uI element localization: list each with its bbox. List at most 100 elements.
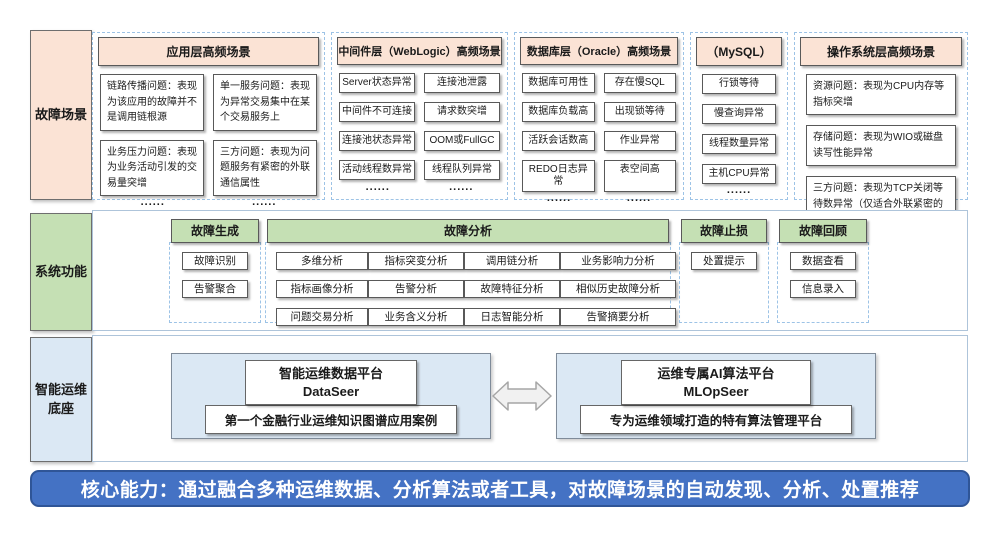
scenario-items-grid: 行锁等待 慢查询异常 线程数量异常 主机CPU异常 — [695, 74, 783, 184]
scenario-item: 线程队列异常 — [424, 160, 500, 180]
scenario-item: 三方问题：表现为问题服务有紧密的外联通信属性 — [213, 139, 317, 196]
ellipsis-row: ...... ...... — [519, 192, 679, 207]
mlopseer-title-box: 运维专属AI算法平台 MLOpSeer — [621, 360, 811, 406]
scenario-item: 数据库可用性 — [522, 73, 595, 93]
func-item: 告警聚合 — [182, 280, 248, 298]
scenario-item: 作业异常 — [603, 131, 676, 151]
func-item: 业务含义分析 — [368, 308, 464, 326]
scenario-header-middleware: 中间件层（WebLogic）高频场景 — [337, 37, 502, 65]
aiops-base-label-line2: 底座 — [47, 400, 74, 416]
scenario-item: REDO日志异常 — [522, 160, 595, 192]
scenario-items-grid: 链路传播问题：表现为该应用的故障并不是调用链根源 单一服务问题：表现为异常交易集… — [97, 74, 320, 196]
scenario-box-database-mysql: （MySQL） 行锁等待 慢查询异常 线程数量异常 主机CPU异常 ...... — [690, 32, 788, 200]
scenario-box-app-layer: 应用层高频场景 链路传播问题：表现为该应用的故障并不是调用链根源 单一服务问题：… — [92, 32, 325, 208]
func-item: 相似历史故障分析 — [560, 280, 676, 298]
func-item: 故障特征分析 — [464, 280, 560, 298]
ellipsis-row: ...... ...... — [336, 181, 503, 196]
func-item: 数据查看 — [790, 252, 856, 270]
scenario-item: 表空间高 — [603, 160, 676, 192]
section-label-system-functions: 系统功能 — [30, 213, 92, 331]
ellipsis: ...... — [626, 192, 652, 204]
ellipsis: ...... — [365, 181, 390, 193]
fault-scenarios-band: 应用层高频场景 链路传播问题：表现为该应用的故障并不是调用链根源 单一服务问题：… — [92, 32, 968, 245]
scenario-item: 连接池状态异常 — [339, 131, 415, 151]
func-header-fault-mitigation: 故障止损 — [681, 219, 767, 243]
scenario-item: 存在慢SQL — [603, 73, 676, 93]
scenario-item: 线程数量异常 — [702, 134, 776, 154]
func-item: 多维分析 — [276, 252, 368, 270]
func-item: 问题交易分析 — [276, 308, 368, 326]
section-label-aiops-base: 智能运维 底座 — [30, 337, 92, 462]
dataseer-title-line2: DataSeer — [302, 383, 360, 399]
ellipsis-row: ...... — [695, 184, 783, 199]
scenario-item: 活跃会话数高 — [522, 131, 595, 151]
func-item: 业务影响力分析 — [560, 252, 676, 270]
scenario-header-database-mysql: （MySQL） — [696, 37, 782, 66]
dataseer-platform-box: 智能运维数据平台 DataSeer 第一个金融行业运维知识图谱应用案例 — [171, 353, 491, 439]
scenario-item: 单一服务问题：表现为异常交易集中在某个交易服务上 — [213, 74, 317, 131]
scenario-box-os-layer: 操作系统层高频场景 资源问题：表现为CPU内存等指标突增 存储问题：表现为WIO… — [794, 32, 968, 245]
scenario-item: 出现锁等待 — [603, 102, 676, 122]
scenario-item: 资源问题：表现为CPU内存等指标突增 — [806, 74, 956, 115]
func-header-fault-analysis: 故障分析 — [267, 219, 669, 243]
dataseer-title-line1: 智能运维数据平台 — [278, 366, 383, 381]
func-item: 信息录入 — [790, 280, 856, 298]
scenario-item: 链路传播问题：表现为该应用的故障并不是调用链根源 — [100, 74, 204, 131]
scenario-item: 慢查询异常 — [702, 104, 776, 124]
func-item: 日志智能分析 — [464, 308, 560, 326]
scenario-item: 连接池泄露 — [424, 73, 500, 93]
dataseer-subtitle-box: 第一个金融行业运维知识图谱应用案例 — [205, 405, 457, 435]
ellipsis-row: ...... ...... — [97, 196, 320, 211]
func-items-area: 数据查看 信息录入 — [777, 242, 869, 323]
func-item: 故障识别 — [182, 252, 248, 270]
scenario-item: 活动线程数异常 — [339, 160, 415, 180]
system-functions-container: 故障生成 故障识别 告警聚合 故障分析 多维分析 指标突变分析 调用链分析 业务… — [92, 210, 968, 331]
mlopseer-title-line1: 运维专属AI算法平台 — [657, 366, 775, 381]
dataseer-title-box: 智能运维数据平台 DataSeer — [245, 360, 417, 406]
scenario-item: 行锁等待 — [702, 74, 776, 94]
func-group-fault-review: 故障回顾 数据查看 信息录入 — [777, 211, 869, 330]
aiops-base-label-line1: 智能运维 — [34, 382, 87, 398]
scenario-header-app-layer: 应用层高频场景 — [98, 37, 319, 66]
scenario-items-grid: Server状态异常 连接池泄露 中间件不可连接 请求数突增 连接池状态异常 O… — [336, 73, 503, 180]
scenario-header-database-oracle: 数据库层（Oracle）高频场景 — [520, 37, 678, 65]
scenario-items-grid: 数据库可用性 存在慢SQL 数据库负载高 出现锁等待 活跃会话数高 作业异常 R… — [519, 73, 679, 192]
scenario-items-grid: 资源问题：表现为CPU内存等指标突增 存储问题：表现为WIO或磁盘读写性能异常 … — [799, 74, 963, 233]
ellipsis: ...... — [140, 196, 165, 208]
func-items-area: 故障识别 告警聚合 — [169, 242, 261, 323]
aiops-base-container: 智能运维数据平台 DataSeer 第一个金融行业运维知识图谱应用案例 运维专属… — [92, 335, 968, 462]
func-group-fault-generation: 故障生成 故障识别 告警聚合 — [169, 211, 261, 330]
func-item: 处置提示 — [691, 252, 757, 270]
scenario-item: 数据库负载高 — [522, 102, 595, 122]
func-item: 调用链分析 — [464, 252, 560, 270]
scenario-header-os-layer: 操作系统层高频场景 — [800, 37, 962, 66]
func-item: 指标画像分析 — [276, 280, 368, 298]
func-item: 告警摘要分析 — [560, 308, 676, 326]
mlopseer-subtitle-box: 专为运维领域打造的特有算法管理平台 — [580, 405, 852, 435]
mlopseer-platform-box: 运维专属AI算法平台 MLOpSeer 专为运维领域打造的特有算法管理平台 — [556, 353, 876, 439]
func-items-area: 处置提示 — [679, 242, 769, 323]
core-capability-banner: 核心能力：通过融合多种运维数据、分析算法或者工具，对故障场景的自动发现、分析、处… — [30, 470, 970, 507]
func-items-area: 多维分析 指标突变分析 调用链分析 业务影响力分析 指标画像分析 告警分析 故障… — [265, 242, 676, 326]
func-group-fault-analysis: 故障分析 多维分析 指标突变分析 调用链分析 业务影响力分析 指标画像分析 告警… — [265, 211, 676, 330]
scenario-item: OOM或FullGC — [424, 131, 500, 151]
bidirectional-arrow-icon — [492, 381, 552, 411]
func-header-fault-generation: 故障生成 — [171, 219, 259, 243]
mlopseer-title-line2: MLOpSeer — [683, 383, 749, 399]
scenario-item: 主机CPU异常 — [702, 164, 776, 184]
scenario-box-database-oracle: 数据库层（Oracle）高频场景 数据库可用性 存在慢SQL 数据库负载高 出现… — [514, 32, 684, 204]
func-group-fault-mitigation: 故障止损 处置提示 — [679, 211, 769, 330]
ellipsis: ...... — [726, 184, 752, 196]
section-label-fault-scenarios: 故障场景 — [30, 30, 92, 200]
ellipsis: ...... — [449, 181, 474, 193]
scenario-box-middleware: 中间件层（WebLogic）高频场景 Server状态异常 连接池泄露 中间件不… — [331, 32, 508, 200]
scenario-item: Server状态异常 — [339, 73, 415, 93]
ellipsis: ...... — [252, 196, 277, 208]
ellipsis: ...... — [546, 192, 572, 204]
scenario-item: 业务压力问题：表现为业务活动引发的交易量突增 — [100, 139, 204, 196]
scenario-item: 存储问题：表现为WIO或磁盘读写性能异常 — [806, 125, 956, 166]
func-item: 指标突变分析 — [368, 252, 464, 270]
scenario-item: 请求数突增 — [424, 102, 500, 122]
scenario-item: 中间件不可连接 — [339, 102, 415, 122]
